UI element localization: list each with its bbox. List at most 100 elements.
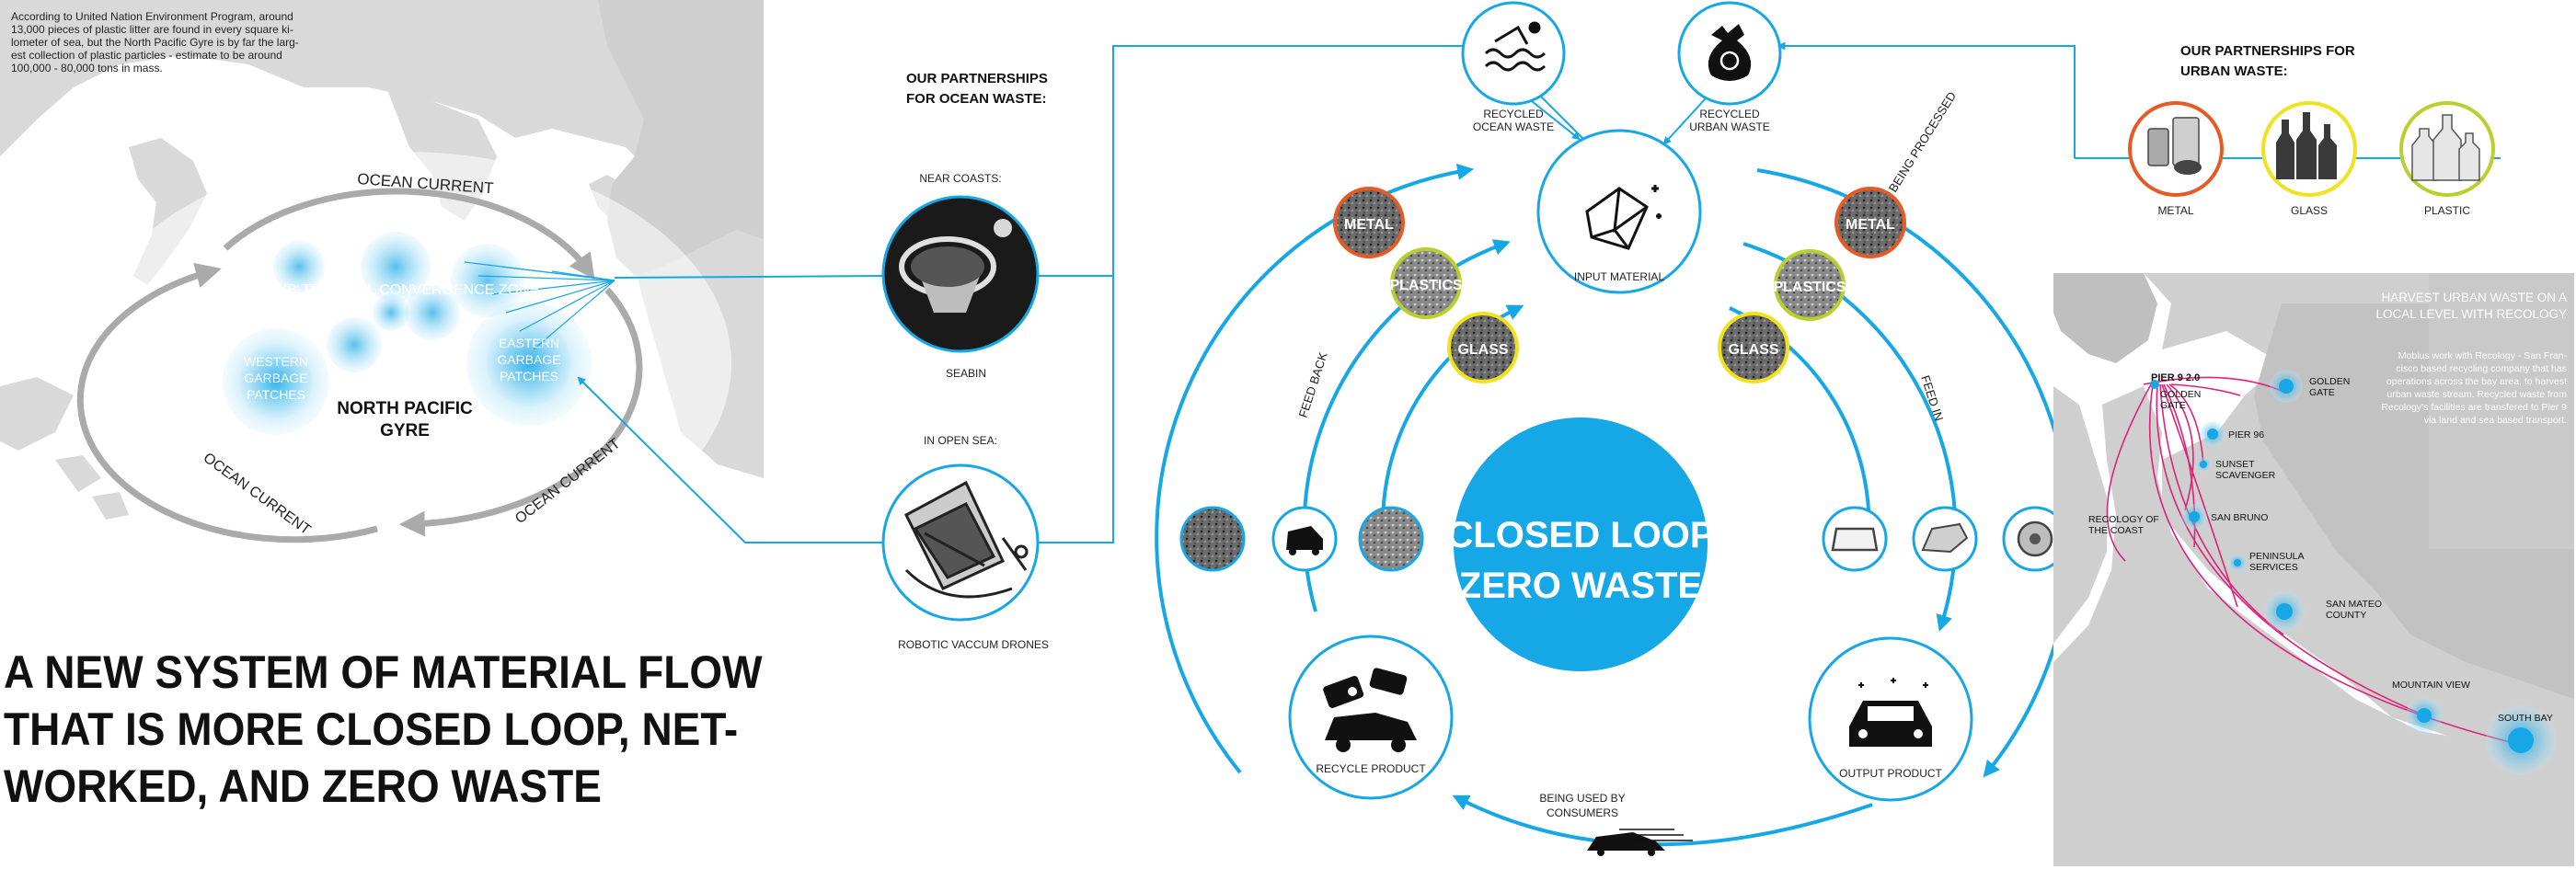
san-mateo-label: SAN MATEO	[2326, 599, 2382, 610]
current-arrow-right	[398, 287, 643, 537]
closed-loop-center	[1454, 417, 1708, 671]
gyre-title: NORTH PACIFIC	[337, 399, 473, 418]
mountain-view-label: MOUNTAIN VIEW	[2392, 680, 2470, 691]
intro-line: 13,000 pieces of plastic litter are foun…	[11, 23, 293, 36]
peninsula-label: PENINSULA	[2249, 551, 2305, 562]
western-label: WESTERN	[244, 354, 308, 369]
plastics-badge-text: PLASTICS	[1773, 280, 1846, 295]
headline-line: A NEW SYSTEM OF MATERIAL FLOW	[4, 646, 763, 698]
headline-line: WORKED, AND ZERO WASTE	[4, 760, 602, 812]
bay-body-line: Recology's facilities are transfered to …	[2381, 402, 2567, 413]
bay-body-line: urban waste stream. Recycled waste from	[2387, 389, 2568, 400]
consumers-label: CONSUMERS	[1547, 806, 1618, 819]
current-arrow-top	[223, 188, 595, 280]
golden-gate-right-label: GOLDEN	[2309, 376, 2350, 387]
glass-bottles-icon	[2276, 112, 2337, 179]
ocean-partners-title: OUR PARTNERSHIPS	[906, 71, 1048, 86]
intro-line: lometer of sea, but the North Pacific Gy…	[11, 36, 299, 49]
recycled-ocean-label: OCEAN WASTE	[1473, 120, 1554, 133]
ocean-partners-title: FOR OCEAN WASTE:	[906, 91, 1047, 107]
transport-routes	[2106, 376, 2522, 746]
intro-line: 100,000 - 80,000 tons in mass.	[11, 62, 163, 74]
pier96-label: PIER 96	[2228, 429, 2264, 440]
bay-body-line: operations across the bay area, to harve…	[2386, 376, 2567, 387]
golden-gate-left-label: GATE	[2160, 400, 2186, 411]
bay-title: LOCAL LEVEL WITH RECOLOGY	[2375, 307, 2567, 321]
urban-partners-title: URBAN WASTE:	[2180, 63, 2288, 79]
swimmer-icon	[1484, 21, 1547, 72]
wheel-icon	[2017, 520, 2053, 557]
being-processed-label: BEING PROCESSED	[1886, 89, 1959, 195]
plastics-badge-text: PLASTICS	[1389, 278, 1462, 293]
plastics-badge-right: PLASTICS	[1773, 249, 1846, 321]
center-title: ZERO WASTE	[1459, 566, 1702, 606]
ocean-partners: OUR PARTNERSHIPS FOR OCEAN WASTE: NEAR C…	[881, 71, 1049, 651]
alaska-coast	[598, 0, 764, 276]
metal-partner-label: METAL	[2157, 204, 2193, 217]
open-sea-label: IN OPEN SEA:	[924, 434, 997, 447]
recycled-urban-label: RECYCLED	[1699, 108, 1760, 120]
consumers-label: BEING USED BY	[1539, 792, 1625, 805]
eastern-label: PATCHES	[500, 369, 558, 383]
consumer-arc	[1452, 795, 1873, 847]
shredded-material-image	[1179, 506, 1246, 572]
new-car-icon	[1849, 678, 1932, 747]
western-label: GARBAGE	[244, 371, 307, 385]
bay-body-line: Mobius work with Recology - San Fran-	[2398, 350, 2568, 361]
drone-icon	[904, 480, 1029, 599]
urban-partners-title: OUR PARTNERSHIPS FOR	[2180, 43, 2355, 59]
near-coasts-label: NEAR COASTS:	[919, 172, 1001, 185]
san-mateo-label: COUNTY	[2326, 610, 2366, 621]
cans-icon	[2147, 117, 2202, 175]
asia-landmass	[0, 0, 764, 478]
plastic-bottles-icon	[2411, 114, 2480, 181]
glass-badge-text: GLASS	[1728, 342, 1778, 358]
headline: A NEW SYSTEM OF MATERIAL FLOW THAT IS MO…	[4, 644, 765, 815]
peninsula-land	[2053, 386, 2574, 866]
bay-body-line: via land and sea based transport.	[2424, 415, 2567, 426]
intro-text: According to United Nation Environment P…	[11, 10, 299, 74]
headline-line: THAT IS MORE CLOSED LOOP, NET-	[4, 703, 739, 755]
bay-body-line: cisco based recycling company that has	[2396, 363, 2567, 374]
sunset-label: SUNSET	[2215, 459, 2255, 470]
car-panel-icon	[1921, 522, 1969, 554]
windshield-icon	[1831, 527, 1879, 552]
intro-line: est collection of plastic particles - es…	[11, 49, 282, 62]
golden-gate-right-label: GATE	[2309, 387, 2335, 398]
north-pacific-gyre: SUB-TROPICAL CONVERGENCE ZONE WESTERN GA…	[76, 152, 731, 575]
golden-gate-left-label: GOLDEN	[2160, 389, 2201, 400]
eastern-label: EASTERN	[499, 336, 559, 350]
metal-badge-left: METAL	[1333, 187, 1405, 258]
metal-badge-text: METAL	[1846, 217, 1895, 233]
eastern-label: GARBAGE	[497, 352, 560, 367]
convergence-lines	[464, 261, 615, 350]
recycle-product-label: RECYCLE PRODUCT	[1316, 762, 1426, 775]
output-product-label: OUTPUT PRODUCT	[1839, 767, 1942, 780]
peninsula-label: SERVICES	[2249, 562, 2298, 573]
sports-car-icon	[1587, 829, 1693, 856]
western-label: PATCHES	[247, 387, 305, 402]
current-arrow-left	[76, 262, 378, 543]
bay-locations	[2150, 370, 2556, 775]
drones-caption: ROBOTIC VACCUM DRONES	[898, 638, 1049, 651]
metal-badge-right: METAL	[1834, 187, 1906, 258]
coast-label: RECOLOGY OF	[2088, 514, 2159, 525]
glass-partner-label: GLASS	[2291, 204, 2328, 217]
glass-badge-left: GLASS	[1447, 312, 1519, 383]
sunset-label: SCAVENGER	[2215, 470, 2276, 481]
recycled-ocean-label: RECYCLED	[1483, 108, 1544, 120]
pier9-dot	[2150, 380, 2159, 389]
pier-label: PIER 9 2.0	[2151, 372, 2200, 383]
sw-islands	[0, 377, 74, 451]
plastics-badge-left: PLASTICS	[1389, 247, 1463, 319]
coast-label: THE COAST	[2088, 525, 2145, 536]
urban-partners: OUR PARTNERSHIPS FOR URBAN WASTE: METAL …	[1777, 41, 2501, 217]
closed-loop: CLOSED LOOP ZERO WASTE INPUT MATERIAL RE…	[1155, 1, 2073, 856]
small-car-icon	[1286, 526, 1323, 555]
input-material-node	[1536, 129, 1702, 294]
cube-icon	[1585, 185, 1662, 250]
san-bruno-label: SAN BRUNO	[2211, 512, 2268, 523]
metal-badge-text: METAL	[1344, 217, 1394, 233]
gyre-title: GYRE	[380, 421, 430, 440]
